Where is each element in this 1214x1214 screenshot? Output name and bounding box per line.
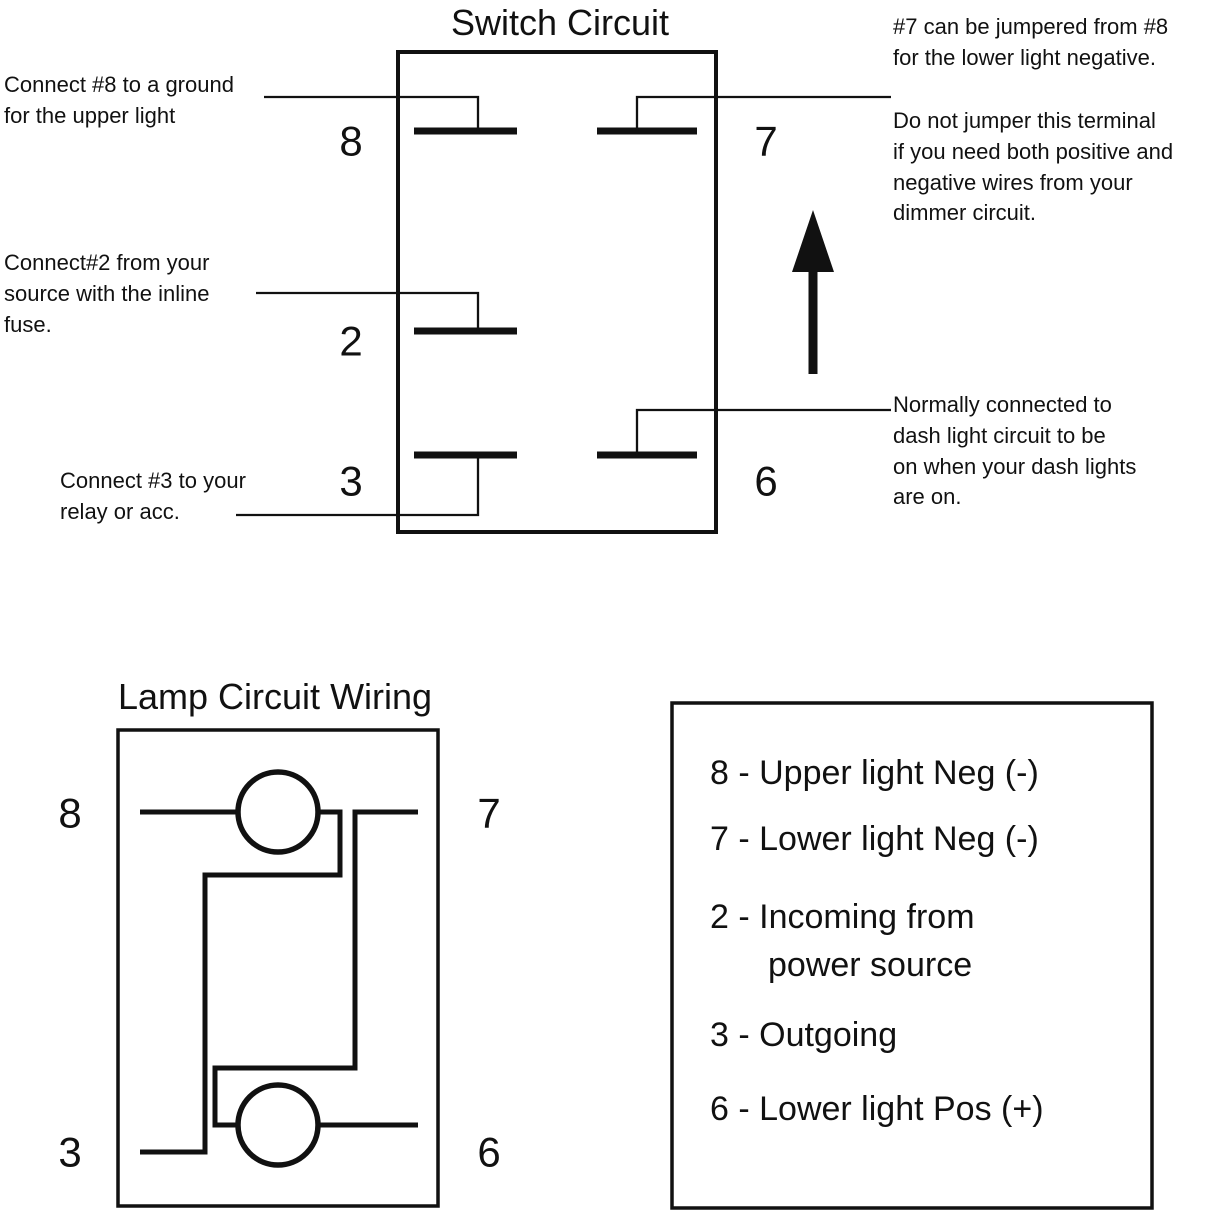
leader-line-terminal-6 [635, 408, 891, 455]
lamp-label-7: 7 [477, 790, 500, 837]
switch-label-2: 2 [339, 318, 362, 365]
note-dash-light: Normally connected to dash light circuit… [893, 392, 1137, 510]
leader-line-terminal-7 [635, 95, 891, 131]
legend-item-2: 2 - Incoming from power source [710, 898, 975, 984]
lamp-label-6: 6 [477, 1129, 500, 1176]
note-jumper-7: #7 can be jumpered from #8 for the lower… [893, 14, 1169, 70]
note-connect-2: Connect#2 from your source with the inli… [4, 250, 210, 337]
note-connect-8: Connect #8 to a ground for the upper lig… [4, 72, 234, 128]
legend-item-7: 7 - Lower light Neg (-) [710, 820, 1039, 858]
legend-item-8: 8 - Upper light Neg (-) [710, 754, 1039, 792]
legend-item-6: 6 - Lower light Pos (+) [710, 1090, 1044, 1128]
leader-line-terminal-8 [264, 95, 480, 131]
switch-circuit-title: Switch Circuit [450, 2, 670, 43]
note-do-not-jumper: Do not jumper this terminal if you need … [893, 108, 1174, 226]
legend-box-outline [670, 701, 1154, 1210]
lamp-label-8: 8 [58, 790, 81, 837]
switch-label-6: 6 [754, 458, 777, 505]
lamp-box-outline [116, 728, 440, 1208]
lamp-label-3: 3 [58, 1129, 81, 1176]
switch-label-3: 3 [339, 458, 362, 505]
lamp-circuit-title: Lamp Circuit Wiring [118, 676, 433, 717]
wire-upper-lamp-to-3 [140, 809, 343, 1155]
leader-line-terminal-3 [236, 455, 480, 517]
switch-label-8: 8 [339, 118, 362, 165]
note-connect-3: Connect #3 to your relay or acc. [60, 468, 246, 524]
switch-label-7: 7 [754, 118, 777, 165]
leader-line-terminal-2 [256, 291, 480, 331]
up-arrow [792, 210, 834, 374]
upper-lamp-circle [235, 769, 321, 855]
lower-lamp-circle [235, 1082, 321, 1168]
legend-item-3: 3 - Outgoing [710, 1016, 898, 1054]
wire-7-to-lower-lamp [212, 809, 418, 1128]
